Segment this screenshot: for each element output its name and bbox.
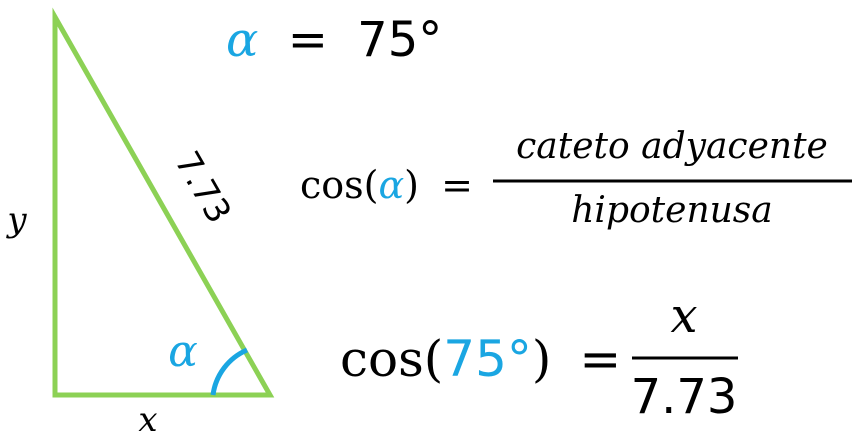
svg-text:cos(75°) =: cos(75°) = — [340, 330, 621, 388]
substitution-close: ) — [532, 330, 552, 388]
svg-text:α = 75°: α = 75° — [226, 12, 442, 68]
substitution-func: cos( — [340, 330, 443, 388]
definition-denominator: hipotenusa — [571, 190, 773, 231]
angle-statement-symbol: α — [226, 12, 258, 68]
substitution-denominator: 7.73 — [631, 369, 738, 425]
angle-arc — [210, 347, 249, 396]
substitution-numerator: x — [670, 288, 697, 344]
side-x-label: x — [138, 400, 157, 440]
hypotenuse-label: 7.73 — [166, 145, 238, 231]
angle-statement-value: 75° — [357, 12, 442, 68]
cosine-definition: cos(α) = cateto adyacente hipotenusa — [300, 126, 852, 231]
cosine-substitution: cos(75°) = x 7.73 — [340, 288, 738, 425]
substitution-value: 75° — [443, 330, 532, 388]
angle-statement: α = 75° — [226, 12, 442, 68]
svg-text:cos(α) =: cos(α) = — [300, 163, 473, 207]
definition-numerator: cateto adyacente — [516, 126, 828, 167]
side-y-label: y — [5, 200, 27, 240]
angle-statement-equals: = — [288, 12, 328, 68]
definition-close: ) — [404, 163, 419, 207]
substitution-equals: = — [579, 330, 621, 388]
angle-alpha-label: α — [168, 326, 198, 377]
right-triangle — [52, 7, 275, 398]
definition-symbol: α — [379, 163, 405, 207]
definition-func: cos( — [300, 163, 379, 207]
definition-equals: = — [441, 163, 473, 207]
